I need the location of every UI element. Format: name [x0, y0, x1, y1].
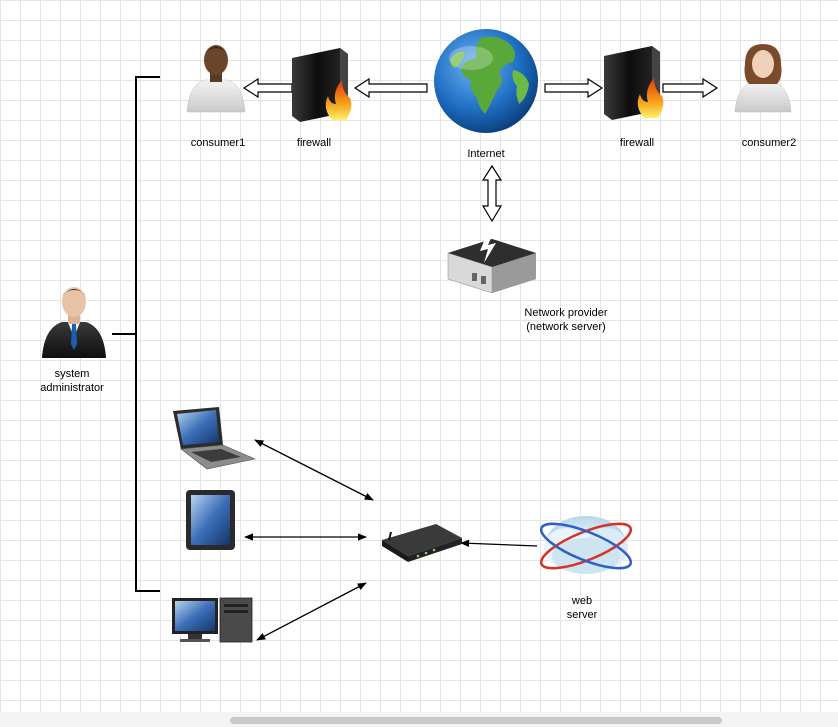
scrollbar-thumb[interactable]	[230, 717, 722, 724]
internet-label: Internet	[467, 148, 505, 160]
edge-internet-to-network-provider	[481, 164, 503, 223]
firewall-icon[interactable]	[604, 46, 664, 120]
web-server-label-line2: server	[566, 609, 598, 621]
businessman-icon[interactable]	[42, 287, 106, 358]
edge-laptop-router	[254, 439, 374, 501]
network-provider-label-line2: (network server)	[526, 321, 606, 333]
network-provider-label-line1: Network provider	[524, 307, 608, 319]
web-server-label: web server	[567, 594, 598, 622]
admin-bracket	[112, 76, 160, 592]
tablet-icon[interactable]	[186, 490, 235, 550]
router-icon[interactable]	[382, 524, 462, 562]
edge-internet-to-firewall-left	[353, 77, 428, 99]
firewall-left-label: firewall	[296, 137, 332, 149]
network-provider-label: Network provider (network server)	[524, 306, 607, 334]
desktop-computer-icon[interactable]	[172, 597, 253, 643]
edge-internet-to-firewall-right	[544, 77, 604, 99]
cloud-server-icon[interactable]	[536, 515, 635, 577]
laptop-icon[interactable]	[173, 407, 256, 470]
person-female-icon[interactable]	[734, 44, 792, 113]
person-dark-icon[interactable]	[186, 45, 246, 113]
firewall-icon[interactable]	[292, 48, 352, 122]
edge-desktop-router	[256, 582, 367, 641]
sysadmin-label-line1: system	[54, 368, 90, 380]
edge-firewall-to-consumer2	[662, 77, 719, 99]
firewall-right-label: firewall	[619, 137, 655, 149]
network-server-icon[interactable]	[447, 231, 536, 294]
web-server-label-line1: web	[571, 595, 593, 607]
sysadmin-label-line2: administrator	[40, 382, 104, 394]
consumer2-label: consumer2	[741, 137, 797, 149]
edge-firewall-to-consumer1	[242, 77, 293, 99]
globe-icon[interactable]	[434, 29, 538, 133]
edge-webserver-router	[460, 539, 538, 547]
consumer1-label: consumer1	[190, 137, 246, 149]
sysadmin-label: system administrator	[40, 367, 104, 395]
